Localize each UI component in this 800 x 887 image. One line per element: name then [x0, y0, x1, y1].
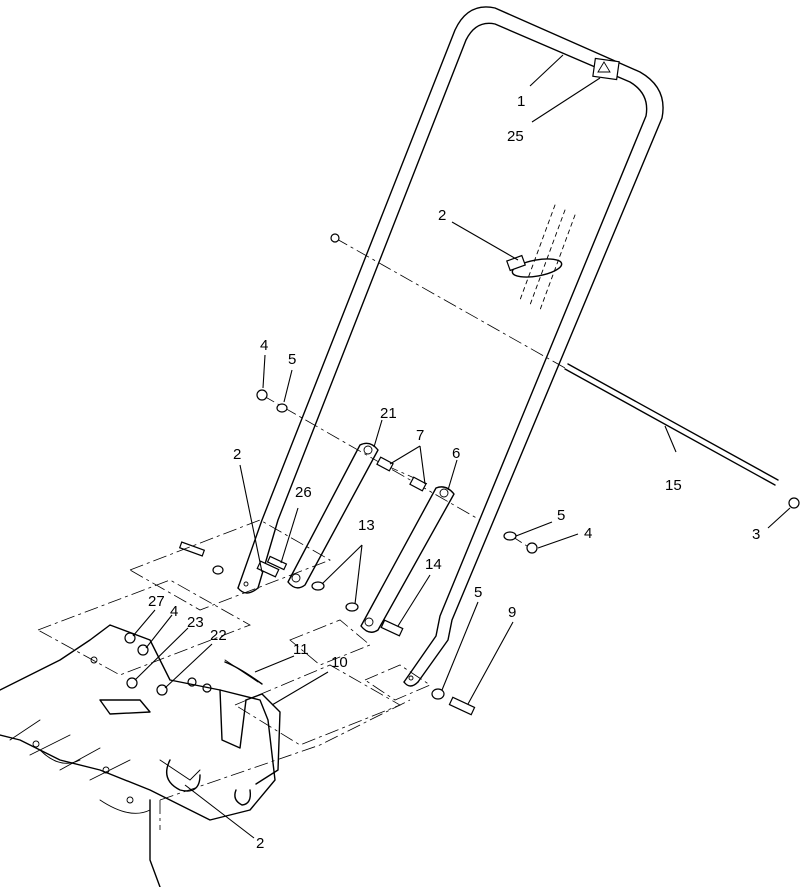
- callout-13: 13: [358, 517, 375, 534]
- callout-27: 27: [148, 593, 165, 610]
- callout-25: 25: [507, 128, 524, 145]
- callout-22: 22: [210, 627, 227, 644]
- link-21: [287, 442, 379, 589]
- callout-1: 1: [517, 93, 525, 110]
- callout-26: 26: [295, 484, 312, 501]
- callout-5-upper-left: 5: [288, 351, 296, 368]
- callout-23: 23: [187, 614, 204, 631]
- callouts: 1 25 2 4 5 21 7 2 6 15 26 13 5 4 3 14 5 …: [148, 93, 760, 852]
- link-6: [360, 486, 455, 633]
- callout-4-lower-left: 4: [170, 603, 178, 620]
- callout-9: 9: [508, 604, 516, 621]
- phantom-outlines: [37, 519, 431, 830]
- callout-21: 21: [380, 405, 397, 422]
- callout-15: 15: [665, 477, 682, 494]
- callout-14: 14: [425, 556, 442, 573]
- callout-5-lower: 5: [474, 584, 482, 601]
- tie-rod: [334, 237, 779, 486]
- callout-3: 3: [752, 526, 760, 543]
- deck-frame: [0, 624, 281, 887]
- callout-4-upper-left: 4: [260, 337, 268, 354]
- warning-decal: [592, 57, 620, 81]
- callout-11: 11: [293, 641, 309, 658]
- callout-6: 6: [452, 445, 460, 462]
- callout-2-bottom: 2: [256, 835, 264, 852]
- cable-clip: [506, 204, 576, 311]
- callout-2-left-leg: 2: [233, 446, 241, 463]
- callout-7: 7: [416, 427, 424, 444]
- callout-2-handle: 2: [438, 207, 446, 224]
- hairpin-clip: [224, 661, 263, 685]
- hardware: [124, 233, 800, 716]
- handle-frame: [237, 6, 664, 687]
- callout-10: 10: [331, 654, 348, 671]
- leader-lines: [132, 54, 791, 839]
- callout-4-right: 4: [584, 525, 592, 542]
- callout-5-right: 5: [557, 507, 565, 524]
